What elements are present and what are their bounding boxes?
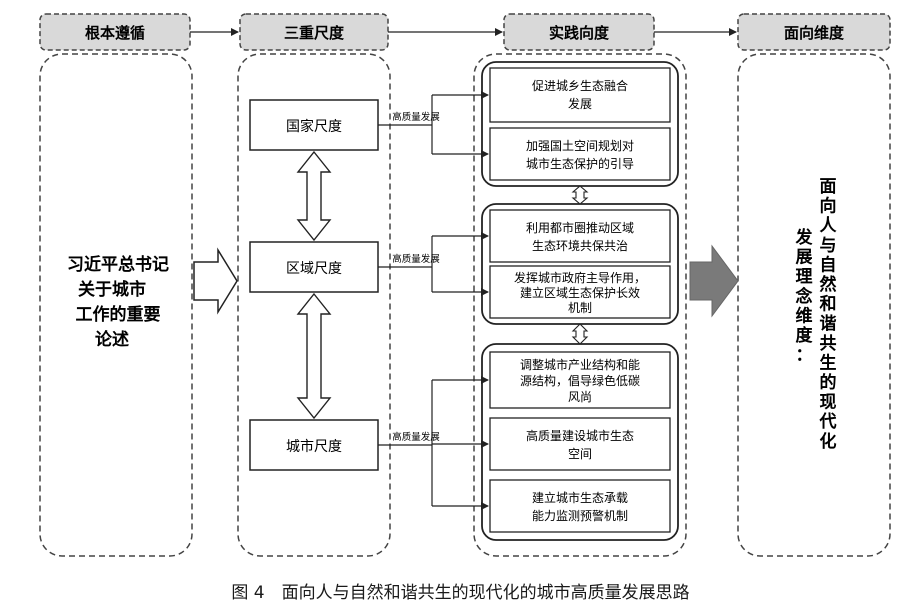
- root-text-line-4: 论述: [95, 329, 129, 350]
- scale-city-label: 城市尺度: [286, 438, 342, 455]
- root-text-line-1: 习近平总书记: [67, 254, 169, 275]
- root-text-line-3: 工作的重要: [76, 304, 161, 325]
- column-dimension: [737, 53, 891, 557]
- right-col1-char: 化: [820, 431, 837, 452]
- practice-box-5: 调整城市产业结构和能 源结构，倡导绿色低碳 风尚: [489, 351, 671, 409]
- connector-national: [378, 91, 489, 158]
- right-col2-char: ：: [796, 346, 813, 366]
- header-dimension-label: 面向维度: [784, 24, 845, 42]
- figure-caption: 图 4 面向人与自然和谐共生的现代化的城市高质量发展思路: [231, 583, 690, 603]
- practice-box-2: 加强国土空间规划对 城市生态保护的引导: [489, 127, 671, 181]
- practice-7-line-1: 建立城市生态承载: [532, 490, 628, 505]
- header-dimension: 面向维度: [737, 13, 891, 51]
- practice-box-3: 利用都市圈推动区域 生态环境共保共治: [489, 209, 671, 263]
- practice-5-line-3: 风尚: [568, 390, 592, 404]
- practice-4-line-1: 发挥城市政府主导作用，: [514, 270, 646, 285]
- group-link-arrow-1: [571, 185, 589, 205]
- right-col1-char: 自: [820, 254, 837, 275]
- practice-6-line-1: 高质量建设城市生态: [526, 428, 634, 443]
- column-practice: [473, 53, 687, 557]
- practice-to-dimension-arrow: [689, 244, 739, 318]
- national-regional-double-arrow: [296, 150, 332, 242]
- right-col2-char: 维: [796, 305, 813, 326]
- scale-national-box: 国家尺度: [249, 99, 379, 151]
- column-root: [39, 53, 193, 557]
- regional-city-double-arrow: [296, 292, 332, 420]
- header-root: 根本遵循: [39, 13, 191, 51]
- practice-3-line-2: 生态环境共保共治: [532, 238, 628, 253]
- scale-city-box: 城市尺度: [249, 419, 379, 471]
- edge-label-regional: 高质量发展: [392, 253, 440, 265]
- connector-regional: [378, 232, 489, 296]
- scale-regional-label: 区域尺度: [286, 261, 342, 277]
- header-scales: 三重尺度: [239, 13, 389, 51]
- right-col1-char: 生: [820, 352, 837, 373]
- practice-4-line-3: 机制: [568, 301, 592, 315]
- right-col1-char: 人: [820, 216, 838, 236]
- practice-box-4: 发挥城市政府主导作用， 建立区域生态保护长效 机制: [489, 265, 671, 319]
- practice-1-line-2: 发展: [568, 96, 592, 111]
- practice-2-line-1: 加强国土空间规划对: [526, 138, 634, 153]
- connector-city: [378, 376, 489, 510]
- right-col2-char: 展: [796, 248, 813, 268]
- dimension-text-column-1: 面向人与自然和谐共生的现代化: [819, 177, 838, 452]
- right-col1-char: 谐: [820, 314, 837, 334]
- practice-7-line-2: 能力监测预警机制: [532, 508, 628, 523]
- scale-regional-box: 区域尺度: [249, 241, 379, 293]
- right-col2-char: 念: [796, 286, 813, 307]
- edge-label-national: 高质量发展: [392, 111, 440, 123]
- practice-box-1: 促进城乡生态融合 发展: [489, 67, 671, 123]
- scale-national-label: 国家尺度: [286, 118, 342, 135]
- right-col1-char: 和: [820, 295, 837, 315]
- practice-1-line-1: 促进城乡生态融合: [532, 78, 628, 93]
- header-root-label: 根本遵循: [85, 24, 145, 42]
- right-col2-char: 度: [796, 325, 814, 346]
- right-col2-char: 理: [796, 267, 813, 287]
- root-text-line-2: 关于城市: [78, 279, 146, 300]
- practice-box-6: 高质量建设城市生态 空间: [489, 417, 671, 471]
- right-col1-char: 共: [820, 334, 837, 354]
- right-col1-char: 向: [820, 196, 837, 217]
- root-to-scales-arrow: [193, 247, 238, 315]
- right-col1-char: 面: [820, 177, 837, 197]
- right-col1-char: 与: [820, 236, 837, 256]
- practice-4-line-2: 建立区域生态保护长效: [520, 285, 640, 300]
- header-practice-label: 实践向度: [549, 24, 610, 42]
- practice-6-line-2: 空间: [568, 447, 592, 461]
- practice-3-line-1: 利用都市圈推动区域: [526, 220, 634, 235]
- practice-box-7: 建立城市生态承载 能力监测预警机制: [489, 479, 671, 533]
- diagram-canvas: 根本遵循 三重尺度 实践向度 面向维度 习近平总书记 关于城市 工作的重要 论述…: [39, 13, 891, 557]
- header-practice: 实践向度: [503, 13, 655, 51]
- practice-5-line-2: 源结构，倡导绿色低碳: [520, 373, 640, 388]
- edge-label-city: 高质量发展: [392, 431, 440, 443]
- header-scales-label: 三重尺度: [284, 24, 345, 42]
- right-col1-char: 的: [820, 372, 837, 393]
- right-col1-char: 然: [820, 274, 837, 295]
- right-col1-char: 代: [819, 411, 837, 432]
- right-col1-char: 现: [820, 393, 837, 413]
- column-scales: [237, 53, 391, 557]
- practice-5-line-1: 调整城市产业结构和能: [520, 357, 640, 372]
- practice-2-line-2: 城市生态保护的引导: [526, 156, 634, 171]
- group-link-arrow-2: [571, 323, 589, 345]
- right-col2-char: 发: [795, 227, 814, 248]
